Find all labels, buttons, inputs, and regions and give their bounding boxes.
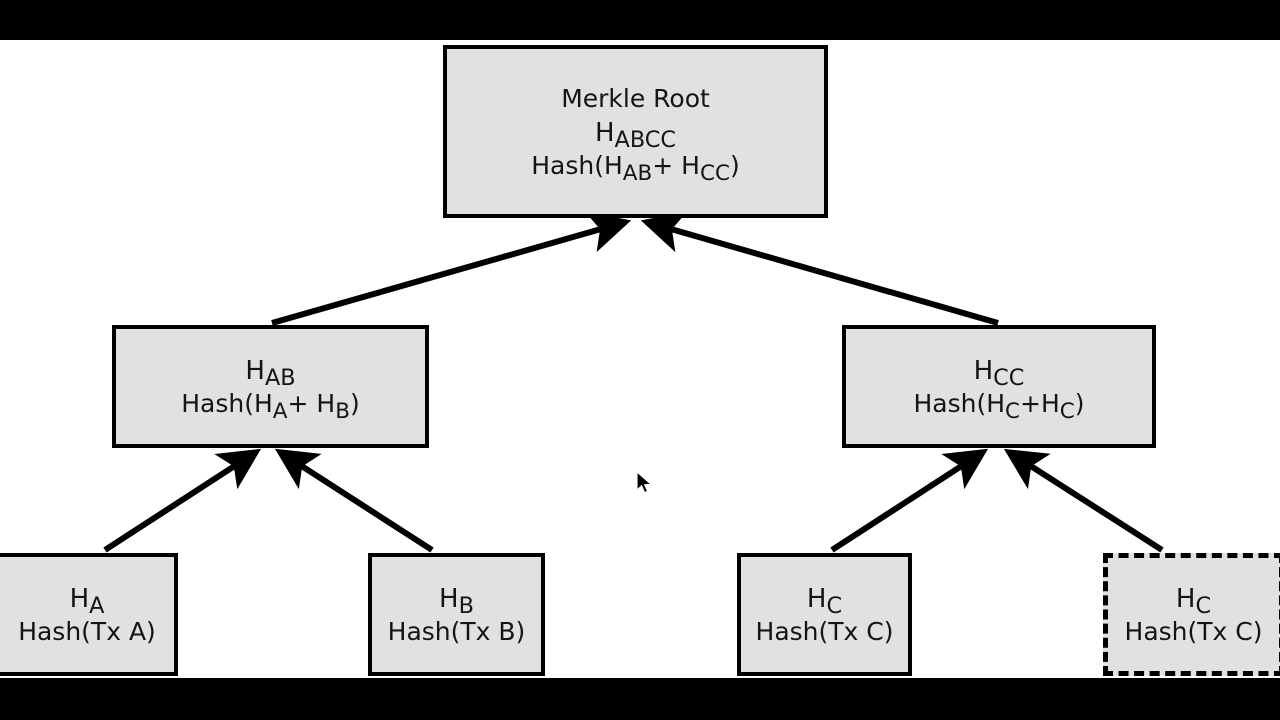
node-hc-duplicate[interactable]: HC Hash(Tx C) [1103,553,1280,676]
node-hb-expression: Hash(Tx B) [387,616,526,646]
node-hcc[interactable]: HCC Hash(HC+HC) [842,325,1156,448]
node-ha[interactable]: HA Hash(Tx A) [0,553,178,676]
node-hc-expression: Hash(Tx C) [755,616,894,646]
edge-hab-to-root [271,211,632,326]
node-merkle-root[interactable]: Merkle Root HABCC Hash(HAB+ HCC) [443,45,828,218]
node-root-title: Merkle Root [561,83,710,113]
node-hcc-expression: Hash(HC+HC) [913,388,1085,424]
node-hab-expression: Hash(HA+ HB) [181,388,360,424]
node-hb-symbol: HB [439,583,474,620]
node-hcc-symbol: HCC [973,355,1025,392]
node-root-expression: Hash(HAB+ HCC) [531,150,740,186]
edge-ha-to-hab [103,448,262,553]
node-hb[interactable]: HB Hash(Tx B) [368,553,545,676]
node-ha-symbol: HA [69,583,105,620]
node-root-symbol: HABCC [594,117,677,154]
node-ha-expression: Hash(Tx A) [18,616,156,646]
edge-hc-to-hcc [830,448,989,553]
edge-hcdup-to-hcc [1003,448,1164,553]
node-hab[interactable]: HAB Hash(HA+ HB) [112,325,429,448]
node-hc-duplicate-expression: Hash(Tx C) [1124,616,1263,646]
node-hc-symbol: HC [806,583,843,620]
merkle-tree-edges [103,211,1164,553]
node-hc-duplicate-symbol: HC [1175,583,1212,620]
edge-hb-to-hab [274,448,434,553]
edge-hcc-to-root [640,211,999,326]
node-hc[interactable]: HC Hash(Tx C) [737,553,912,676]
diagram-canvas: Merkle Root HABCC Hash(HAB+ HCC) HAB Has… [0,40,1280,678]
node-hab-symbol: HAB [245,355,296,392]
